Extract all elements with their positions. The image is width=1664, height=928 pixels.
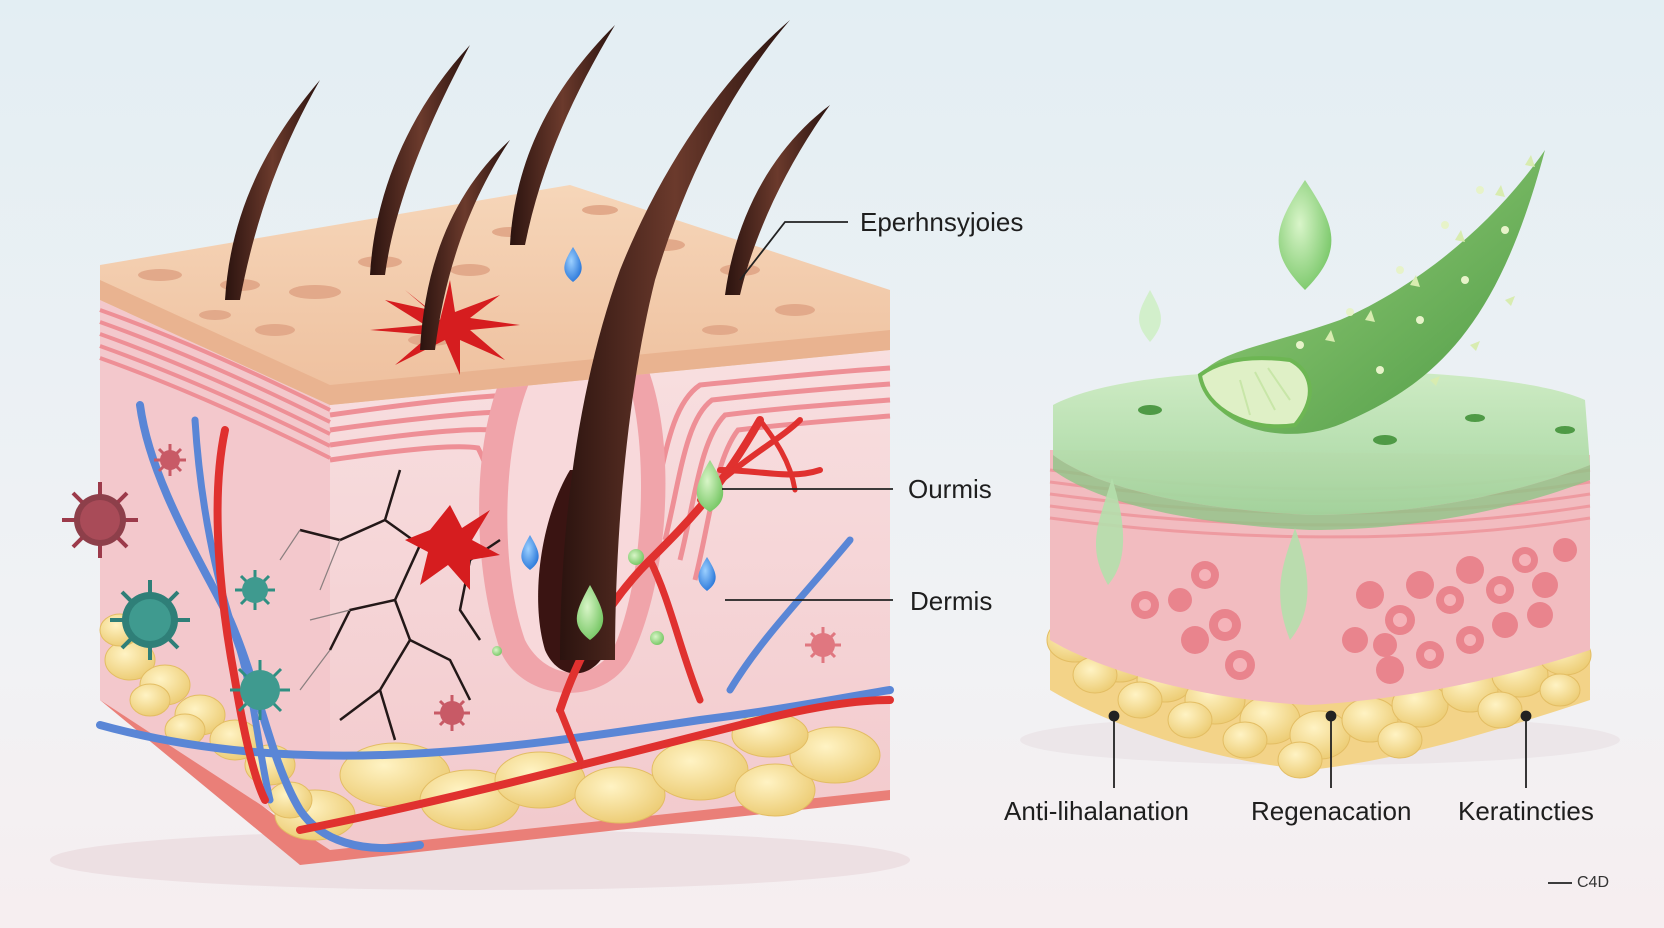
label-keratinocytes: Keratincties: [1458, 796, 1594, 826]
label-dermis: Dermis: [910, 586, 993, 616]
label-ourmis: Ourmis: [908, 474, 992, 504]
damaged-skin-block: [50, 20, 910, 890]
virus-icons: [62, 444, 841, 731]
healing-skin-block: [1020, 150, 1620, 884]
credit-text: C4D: [1577, 874, 1610, 891]
label-epidermis-top: Eperhnsyjoies: [860, 207, 1024, 237]
label-regeneration: Regenacation: [1251, 796, 1412, 826]
label-anti-inflammation: Anti-lihalanation: [1004, 796, 1190, 826]
